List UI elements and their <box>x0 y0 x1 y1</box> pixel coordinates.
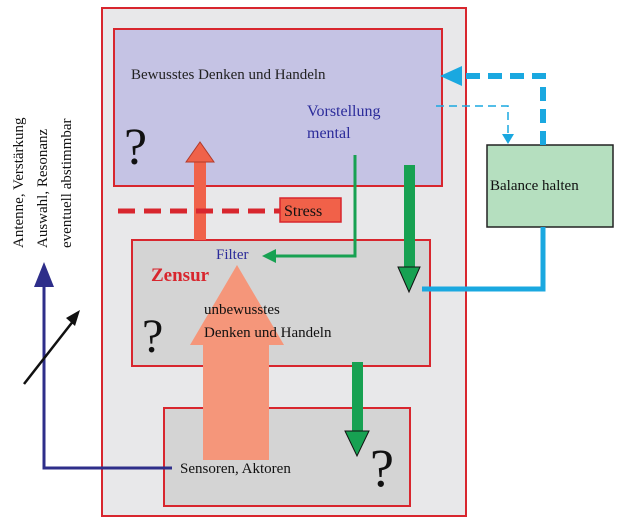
unconscious-question-mark: ? <box>142 310 163 363</box>
censorship-arrow <box>190 265 284 460</box>
unconscious-down-arrow-shaft <box>352 362 363 432</box>
antenna-caption-1: Antenne, Verstärkung <box>11 117 27 248</box>
censorship-label: Zensur <box>151 265 210 286</box>
stress-box <box>279 197 342 223</box>
antenna-caption-3: eventuell abstimmbar <box>59 118 75 248</box>
tunable-arrow-line <box>23 319 75 385</box>
conscious-box <box>113 28 443 187</box>
conscious-down-arrow-head <box>397 266 421 294</box>
antenna-caption: Antenne, Verstärkung Auswahl, Resonanz e… <box>11 117 75 248</box>
conscious-label: Bewusstes Denken und Handeln <box>131 67 326 83</box>
unconscious-down-arrow-head <box>344 430 370 458</box>
balance-box <box>486 144 614 228</box>
conscious-down-arrow-shaft <box>404 165 415 268</box>
balance-to-conscious-dashed <box>462 73 546 145</box>
censor-up-arrow-shaft <box>194 162 206 240</box>
sensors-label: Sensoren, Aktoren <box>180 461 291 477</box>
censor-up-arrow-head <box>185 141 215 163</box>
unconscious-label-1: unbewusstes <box>204 302 280 318</box>
unconscious-label-2: Denken und Handeln <box>204 325 332 341</box>
unconscious-box <box>131 239 431 367</box>
stress-label: Stress <box>284 203 322 220</box>
balance-label: Balance halten <box>490 178 579 194</box>
unconscious-to-balance-line <box>422 227 546 292</box>
conscious-to-balance-head <box>502 134 514 144</box>
imagination-to-filter-head <box>262 249 276 263</box>
antenna-line <box>42 285 172 470</box>
antenna-head <box>34 262 54 287</box>
sensors-question-mark: ? <box>370 438 394 498</box>
imagination-label-1: Vorstellung <box>307 103 380 120</box>
imagination-label-2: mental <box>307 125 351 142</box>
imagination-to-filter-line <box>276 155 357 258</box>
balance-to-conscious-head <box>440 66 462 86</box>
tunable-arrow-head <box>66 310 80 326</box>
conscious-to-balance-dashed <box>436 105 509 138</box>
filter-label: Filter <box>216 247 249 263</box>
antenna-caption-2: Auswahl, Resonanz <box>35 129 51 248</box>
conscious-question-mark: ? <box>124 119 147 176</box>
